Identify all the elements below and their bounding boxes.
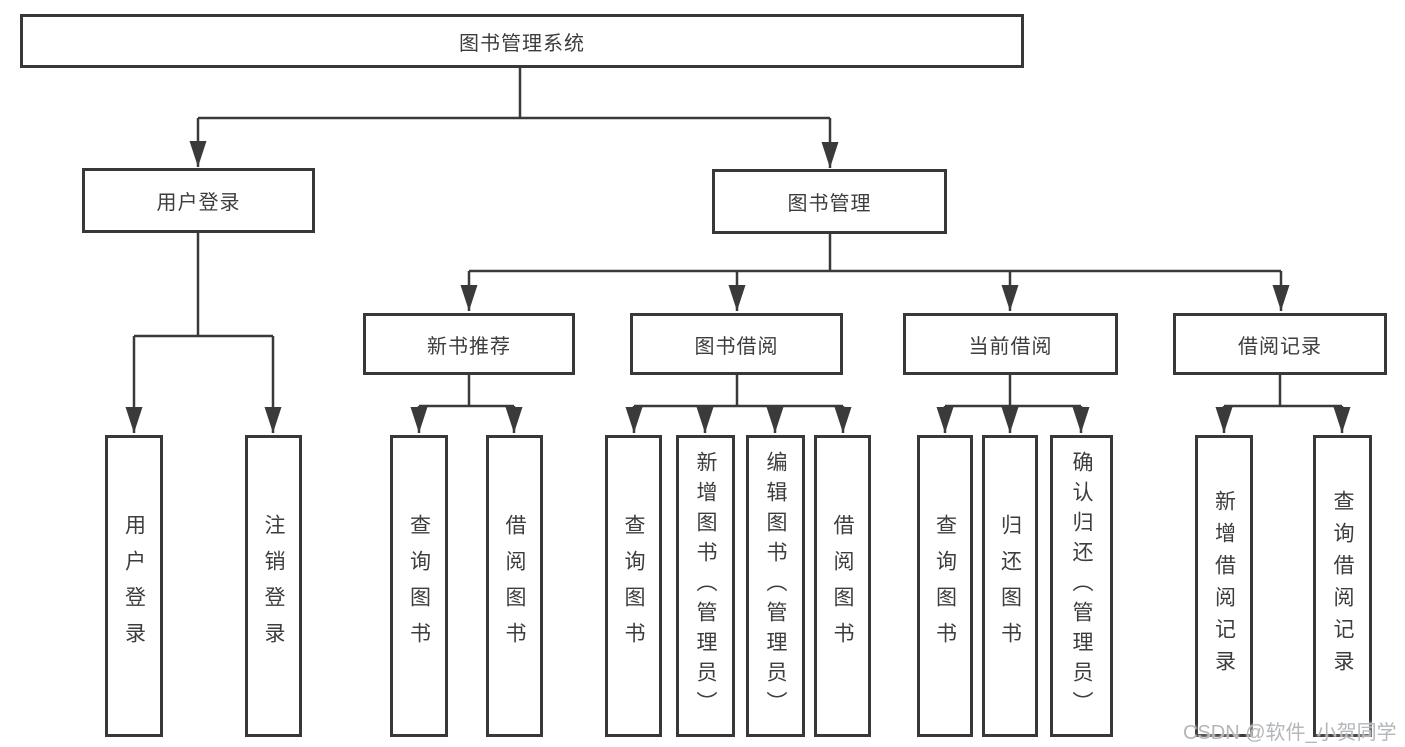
leaf-user-login: 用户登录 [105,435,163,737]
leaf-newrec-borrow-books-label: 借阅图书 [503,514,526,658]
watermark-text: CSDN @软件_小贺同学 [1183,722,1397,744]
leaf-borrow-borrow-books-label: 借阅图书 [831,514,854,658]
node-library-management-system: 图书管理系统 [20,14,1024,68]
leaf-borrow-edit-books-admin-label: 编辑图书（管理员） [764,451,787,721]
leaf-records-add-record-label: 新增借阅记录 [1212,490,1236,682]
leaf-newrec-query-books-label: 查询图书 [407,514,431,658]
leaf-borrow-edit-books-admin: 编辑图书（管理员） [746,435,805,737]
leaf-current-return-books-label: 归还图书 [998,514,1022,658]
node-user-login: 用户登录 [82,168,315,233]
leaf-logout: 注销登录 [245,435,302,737]
node-book-management: 图书管理 [712,169,947,234]
leaf-logout-label: 注销登录 [262,514,285,658]
leaf-user-login-label: 用户登录 [122,514,146,658]
connector-arrows [125,118,1351,433]
leaf-current-query-books-label: 查询图书 [933,514,957,658]
leaf-records-query-record: 查询借阅记录 [1313,435,1372,737]
connector-trunk-lines [134,68,1342,408]
node-new-book-recommendation: 新书推荐 [363,313,575,375]
leaf-newrec-borrow-books: 借阅图书 [486,435,543,737]
leaf-borrow-query-books: 查询图书 [605,435,662,737]
leaf-borrow-borrow-books: 借阅图书 [814,435,871,737]
node-book-borrowing: 图书借阅 [630,313,843,375]
leaf-borrow-add-books-admin-label: 新增图书（管理员） [694,451,717,721]
leaf-newrec-query-books: 查询图书 [390,435,448,737]
leaf-records-add-record: 新增借阅记录 [1195,435,1253,737]
leaf-borrow-query-books-label: 查询图书 [622,514,645,658]
leaf-borrow-add-books-admin: 新增图书（管理员） [676,435,735,737]
leaf-current-query-books: 查询图书 [917,435,973,737]
leaf-current-confirm-return-admin: 确认归还（管理员） [1050,435,1113,737]
leaf-records-query-record-label: 查询借阅记录 [1331,490,1354,682]
node-current-borrowing: 当前借阅 [903,313,1118,375]
node-borrowing-records: 借阅记录 [1173,313,1387,375]
leaf-current-confirm-return-admin-label: 确认归还（管理员） [1070,451,1093,721]
leaf-current-return-books: 归还图书 [982,435,1038,737]
